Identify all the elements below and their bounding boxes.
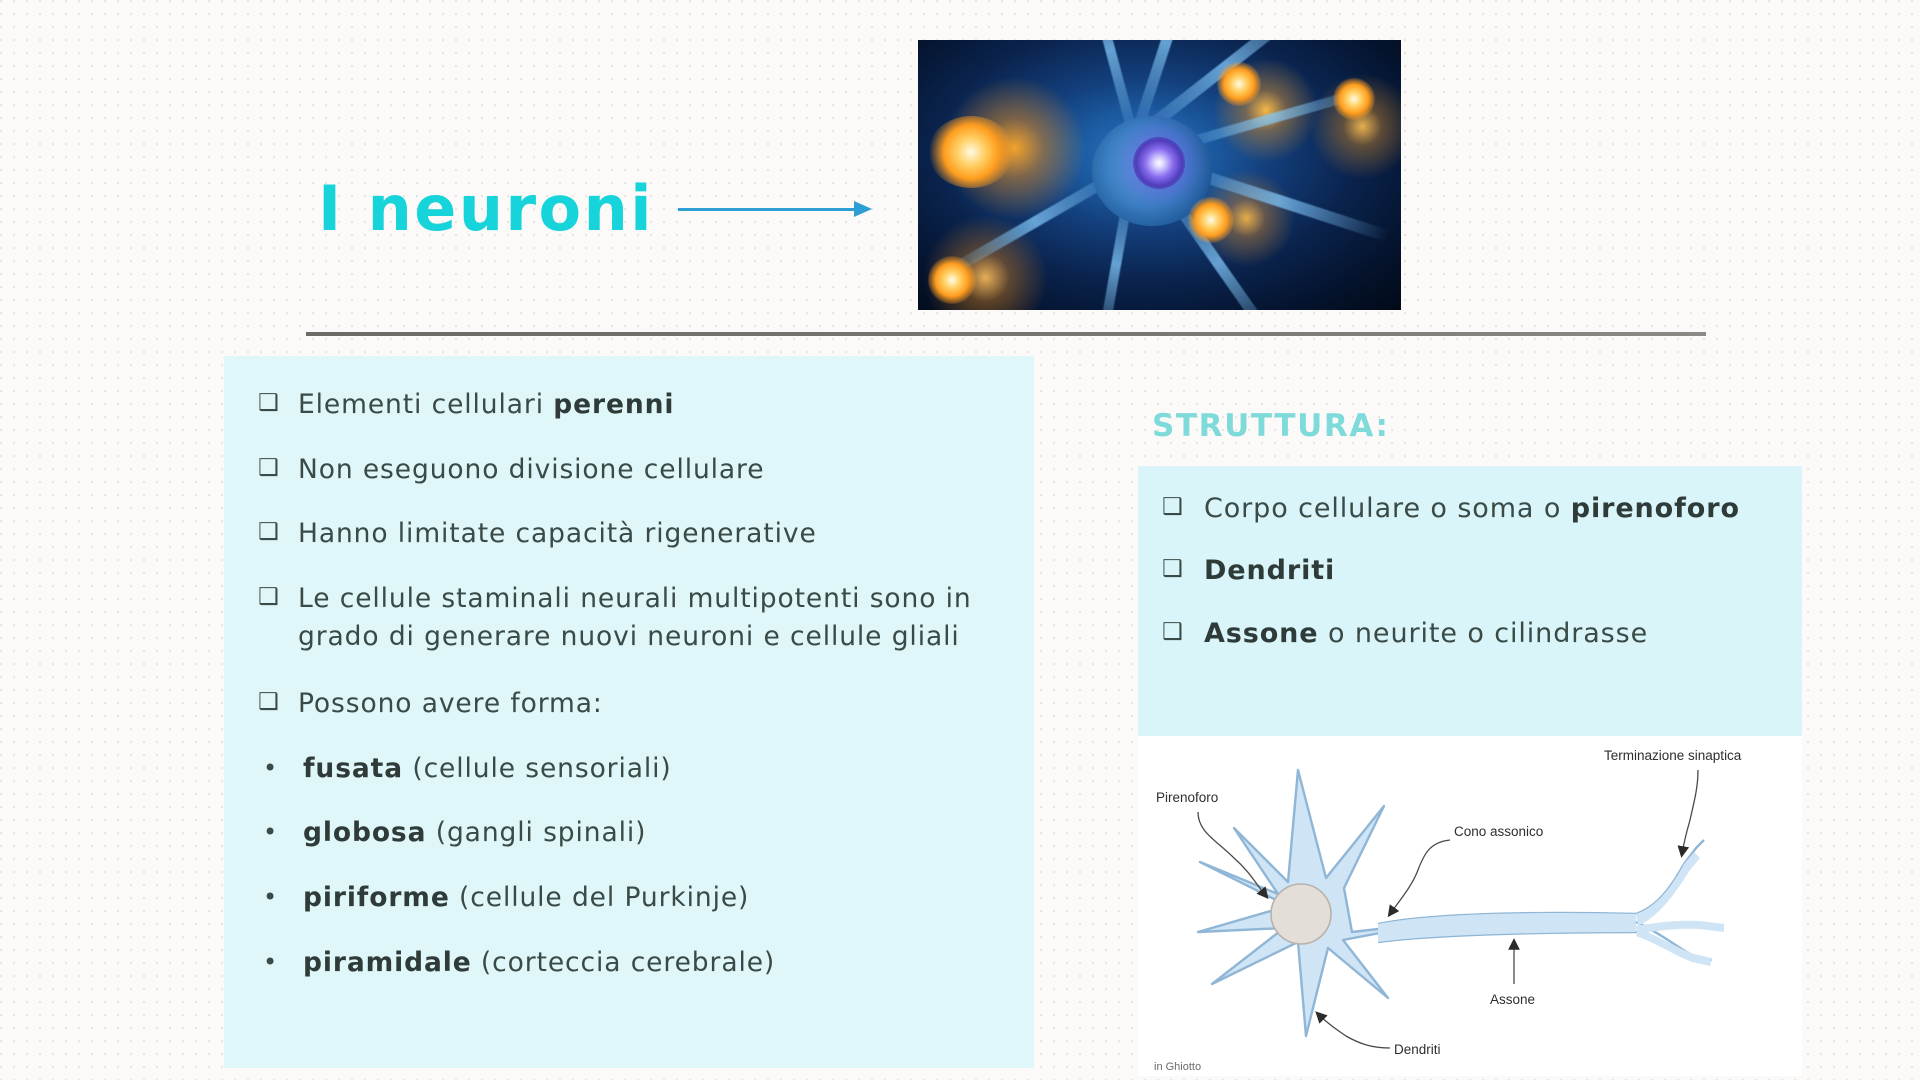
list-item: ❑ Assone o neurite o cilindrasse (1162, 615, 1776, 653)
list-item-text: piriforme (cellule del Purkinje) (303, 882, 750, 913)
left-content-panel: ❑ Elementi cellulari perenni ❑ Non esegu… (224, 356, 1034, 1068)
list-item-text: Dendriti (1204, 555, 1336, 587)
horizontal-divider (306, 332, 1706, 336)
checkbox-bullet-icon: ❑ (258, 689, 280, 716)
checkbox-bullet-icon: ❑ (258, 454, 280, 481)
list-item: • globosa (gangli spinali) (258, 814, 1000, 852)
list-item: • piramidale (corteccia cerebrale) (258, 944, 1000, 982)
list-item-text: globosa (gangli spinali) (303, 817, 647, 849)
list-item-text: Non eseguono divisione cellulare (298, 453, 765, 485)
checkbox-bullet-icon: ❑ (258, 519, 280, 546)
label-terminazione-sinaptica: Terminazione sinaptica (1604, 748, 1742, 763)
list-item-text: Possono avere forma: (298, 688, 603, 720)
list-item-text: piramidale (corteccia cerebrale) (303, 946, 776, 978)
title-arrow-icon (678, 198, 878, 220)
neuron-schematic-diagram: Pirenoforo Cono assonico Terminazione si… (1138, 736, 1802, 1076)
list-item-text: Elementi cellulari perenni (298, 389, 675, 420)
list-item: ❑ Le cellule staminali neurali multipote… (258, 580, 1000, 655)
title-block: I neuroni (318, 178, 878, 240)
label-assone: Assone (1490, 992, 1535, 1007)
checkbox-bullet-icon: ❑ (258, 390, 280, 416)
list-item: • piriforme (cellule del Purkinje) (258, 879, 1000, 917)
label-cono-assonico: Cono assonico (1454, 824, 1543, 839)
checkbox-bullet-icon: ❑ (1162, 494, 1184, 520)
label-dendriti: Dendriti (1394, 1042, 1441, 1057)
list-item-text: Hanno limitate capacità rigenerative (298, 518, 817, 550)
list-item: ❑ Elementi cellulari perenni (258, 386, 1000, 424)
struttura-heading: STRUTTURA: (1152, 408, 1390, 444)
dot-bullet-icon: • (263, 947, 279, 976)
list-item-text: fusata (cellule sensoriali) (303, 752, 672, 784)
checkbox-bullet-icon: ❑ (1162, 618, 1184, 645)
list-item: ❑ Corpo cellulare o soma o pirenoforo (1162, 490, 1776, 528)
list-item: ❑ Hanno limitate capacità rigenerative (258, 515, 1000, 553)
page-title: I neuroni (318, 172, 655, 245)
label-pirenoforo: Pirenoforo (1156, 790, 1218, 805)
dot-bullet-icon: • (263, 818, 279, 847)
list-item: ❑ Possono avere forma: (258, 685, 1000, 723)
dot-bullet-icon: • (263, 753, 279, 782)
checkbox-bullet-icon: ❑ (1162, 556, 1184, 583)
struttura-panel: ❑ Corpo cellulare o soma o pirenoforo ❑ … (1138, 466, 1802, 736)
neuron-photo (918, 40, 1401, 310)
list-item-text: Assone o neurite o cilindrasse (1204, 617, 1649, 649)
list-item-text: Corpo cellulare o soma o pirenoforo (1204, 493, 1740, 524)
list-item: ❑ Dendriti (1162, 552, 1776, 590)
diagram-credit: in Ghiotto (1154, 1061, 1201, 1073)
checkbox-bullet-icon: ❑ (258, 583, 280, 610)
dot-bullet-icon: • (263, 883, 279, 911)
list-item: ❑ Non eseguono divisione cellulare (258, 451, 1000, 489)
nucleus-glow (1132, 137, 1185, 190)
list-item-text: Le cellule staminali neurali multipotent… (298, 582, 972, 652)
list-item: • fusata (cellule sensoriali) (258, 750, 1000, 788)
